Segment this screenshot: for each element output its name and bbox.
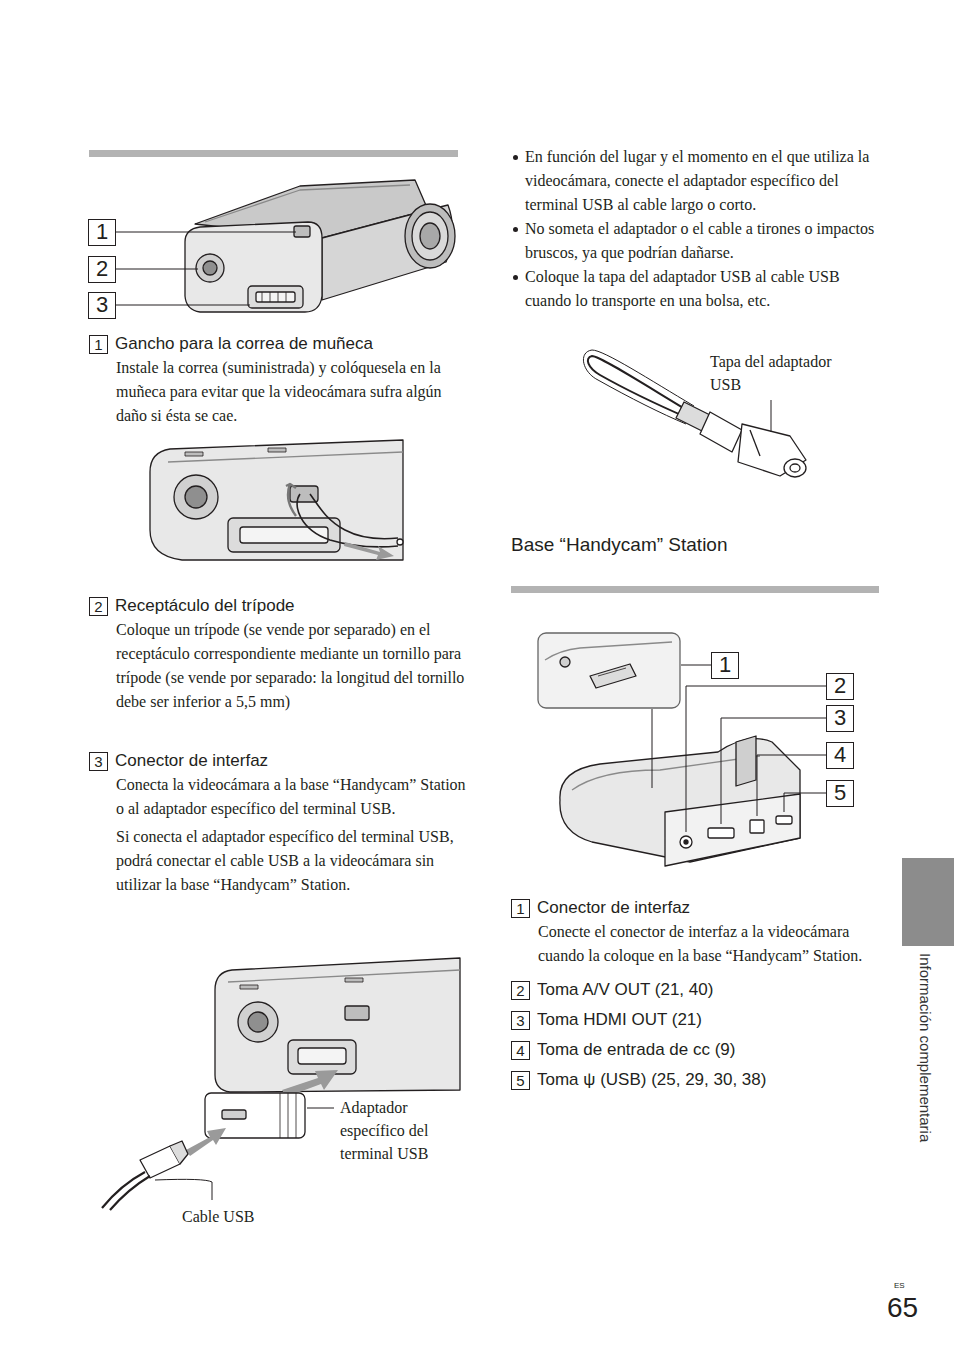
part-label: Adaptador específico del terminal USB [340,1096,458,1165]
numbered-item: 1 Conector de interfazConecte el conector… [511,896,883,972]
item-heading: Receptáculo del trípode [115,594,295,618]
number-box: 1 [511,899,530,918]
part-label: Tapa del adaptador USB [710,350,835,396]
numbered-item: 3 Conector de interfazConecta la videocám… [89,749,467,901]
numbered-item: 4 Toma de entrada de cc (9) [511,1038,883,1062]
number-box: 2 [89,597,108,616]
callout-number: 3 [827,706,853,730]
section-rule [89,150,458,157]
language-code: ES [894,1281,905,1291]
camera-illustration [185,180,455,312]
numbered-item: 1 Gancho para la correa de muñecaInstale … [89,332,467,432]
bullet-note: Coloque la tapa del adaptador USB al cab… [525,265,881,313]
bullet-dot [513,227,518,232]
item-body: Si conecta el adaptador específico del t… [116,825,467,897]
number-box: 5 [511,1071,530,1090]
side-tab [902,858,954,946]
item-body: Conecta la videocámara a la base “Handyc… [116,773,467,821]
callout-box: 2 [88,256,116,283]
leader-line [155,1108,334,1200]
number-box: 4 [511,1041,530,1060]
item-heading: Toma ψ (USB) (25, 29, 30, 38) [537,1068,766,1092]
bullet-note: No someta el adaptador o el cable a tiro… [525,217,881,265]
strap-illustration [150,440,403,560]
item-heading: Conector de interfaz [537,896,690,920]
callout-number: 5 [827,781,853,805]
leader-line [652,665,826,832]
callout-box: 5 [826,780,854,807]
callout-box: 1 [88,219,116,246]
callout-number: 3 [89,293,115,317]
item-body: Conecte el conector de interfaz a la vid… [538,920,883,968]
number-box: 3 [511,1011,530,1030]
item-heading-row: 4 Toma de entrada de cc (9) [511,1038,883,1062]
side-tab-label: Información complementaria [916,953,934,1142]
page-number: 65 [887,1292,918,1324]
item-heading: Toma de entrada de cc (9) [537,1038,735,1062]
callout-number: 1 [89,220,115,244]
item-heading-row: 3 Toma HDMI OUT (21) [511,1008,883,1032]
item-body: Instale la correa (suministrada) y colóq… [116,356,467,428]
number-box: 3 [89,752,108,771]
item-heading: Conector de interfaz [115,749,268,773]
station-illustration [538,633,800,866]
part-label: Cable USB [182,1205,282,1228]
number-box: 2 [511,981,530,1000]
callout-number: 2 [89,257,115,281]
section-rule [511,586,879,593]
callout-box: 2 [826,673,854,700]
callout-box: 3 [826,705,854,732]
numbered-item: 2 Toma A/V OUT (21, 40) [511,978,883,1002]
numbered-item: 2 Receptáculo del trípodeColoque un trípo… [89,594,467,718]
callout-number: 1 [712,653,738,677]
bullet-dot [513,275,518,280]
item-heading-row: 2 Receptáculo del trípode [89,594,467,618]
callout-box: 4 [826,742,854,769]
item-heading-row: 3 Conector de interfaz [89,749,467,773]
item-body: Coloque un trípode (se vende por separad… [116,618,467,714]
item-heading-row: 1 Gancho para la correa de muñeca [89,332,467,356]
item-heading-row: 2 Toma A/V OUT (21, 40) [511,978,883,1002]
leader-line [771,400,772,432]
callout-box: 1 [711,652,739,679]
item-heading: Gancho para la correa de muñeca [115,332,373,356]
bullet-note: En función del lugar y el momento en el … [525,145,881,217]
numbered-item: 5 Toma ψ (USB) (25, 29, 30, 38) [511,1068,883,1092]
item-heading-row: 5 Toma ψ (USB) (25, 29, 30, 38) [511,1068,883,1092]
item-heading: Toma HDMI OUT (21) [537,1008,702,1032]
section-heading: Base “Handycam” Station [511,532,811,558]
callout-number: 4 [827,743,853,767]
item-heading-row: 1 Conector de interfaz [511,896,883,920]
numbered-item: 3 Toma HDMI OUT (21) [511,1008,883,1032]
number-box: 1 [89,335,108,354]
item-heading: Toma A/V OUT (21, 40) [537,978,713,1002]
callout-number: 2 [827,674,853,698]
callout-box: 3 [88,292,116,319]
bullet-dot [513,155,518,160]
leader-line [116,232,296,305]
adapter-illustration [102,958,460,1210]
